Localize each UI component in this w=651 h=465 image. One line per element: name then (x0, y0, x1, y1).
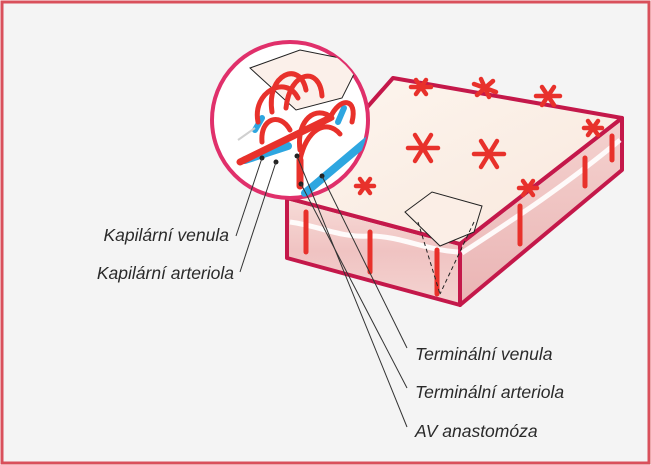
label-capillary-venule: Kapilární venula (104, 225, 230, 245)
label-terminal-venule: Terminální venula (415, 344, 553, 364)
label-av-anastomosis: AV anastomóza (414, 421, 538, 441)
magnifier (212, 42, 368, 198)
label-terminal-arteriole: Terminální arteriola (415, 382, 564, 402)
label-capillary-arteriole: Kapilární arteriola (97, 263, 234, 283)
